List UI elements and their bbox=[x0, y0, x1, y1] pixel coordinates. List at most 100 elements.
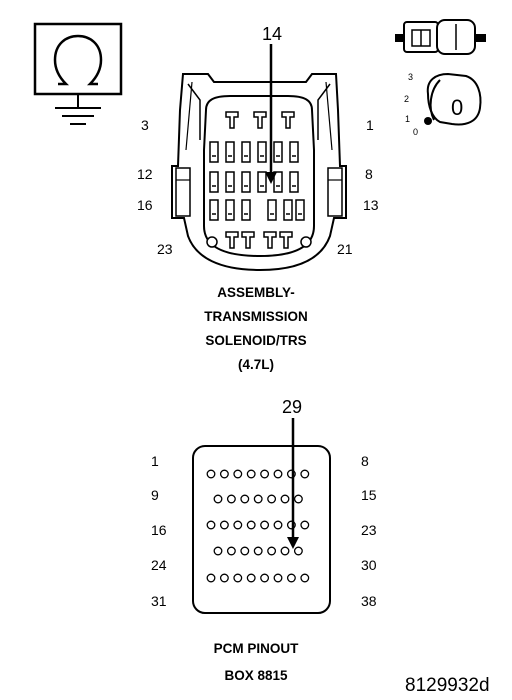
pcm-pin-hole bbox=[246, 520, 256, 530]
connector-terminal bbox=[225, 171, 235, 193]
pcm-pin-hole bbox=[240, 546, 250, 556]
pcm-row-label-left: 9 bbox=[151, 487, 159, 503]
connector-terminal bbox=[241, 171, 251, 193]
connector-terminal bbox=[241, 231, 255, 249]
pcm-pin-hole bbox=[293, 494, 303, 504]
connector-terminal bbox=[283, 199, 293, 221]
pcm-pin-hole bbox=[219, 573, 229, 583]
key-position-0: 0 bbox=[413, 127, 419, 137]
pcm-caption-line: BOX 8815 bbox=[224, 668, 288, 683]
pcm-caption-line: PCM PINOUT bbox=[213, 641, 299, 656]
pcm-pin-hole bbox=[219, 469, 229, 479]
key-position-1: 1 bbox=[405, 114, 411, 124]
connector-terminal bbox=[257, 141, 267, 163]
connector-caption-line: TRANSMISSION bbox=[204, 309, 308, 324]
pcm-pin-hole bbox=[206, 469, 216, 479]
pcm-pin-hole bbox=[286, 469, 296, 479]
pcm-pin-hole bbox=[273, 573, 283, 583]
pcm-pin-hole bbox=[226, 546, 236, 556]
pcm-pin-hole bbox=[293, 546, 303, 556]
pcm-pin-hole bbox=[253, 546, 263, 556]
pcm-row-label-right: 30 bbox=[361, 557, 377, 573]
pcm-pin-hole bbox=[233, 520, 243, 530]
pcm-pin-hole bbox=[260, 469, 270, 479]
pcm-pin-hole bbox=[226, 494, 236, 504]
pcm-row-label-right: 38 bbox=[361, 593, 377, 609]
pcm-row-label-left: 16 bbox=[151, 522, 167, 538]
connector-terminal bbox=[253, 111, 267, 129]
pcm-pin-hole bbox=[273, 469, 283, 479]
connector-pin-label: 21 bbox=[337, 241, 353, 257]
pcm-pin-hole bbox=[280, 494, 290, 504]
connector-terminal bbox=[289, 171, 299, 193]
pcm-pin-hole bbox=[233, 573, 243, 583]
connector-caption-line: (4.7L) bbox=[237, 357, 274, 372]
figure-id: 8129932d bbox=[405, 675, 490, 696]
pcm-row-label-left: 31 bbox=[151, 593, 167, 609]
connector-terminal bbox=[289, 141, 299, 163]
connector-terminal bbox=[279, 231, 293, 249]
connector-terminal bbox=[209, 199, 219, 221]
pcm-pin-hole bbox=[260, 573, 270, 583]
pcm-pin-hole bbox=[273, 520, 283, 530]
pcm-pin-hole bbox=[219, 520, 229, 530]
pcm-pin-hole bbox=[206, 520, 216, 530]
connector-caption-line: ASSEMBLY- bbox=[217, 285, 295, 300]
connector-terminal bbox=[225, 111, 239, 129]
connector-terminal bbox=[225, 141, 235, 163]
connector-pin-label: 1 bbox=[366, 117, 374, 133]
pcm-pin-hole bbox=[246, 469, 256, 479]
connector-terminal bbox=[209, 171, 219, 193]
key-position-2: 2 bbox=[404, 94, 410, 104]
pcm-pin-hole bbox=[280, 546, 290, 556]
connector-pin-label: 12 bbox=[137, 166, 153, 182]
pcm-row-label-left: 1 bbox=[151, 453, 159, 469]
connector-pin-label: 3 bbox=[141, 117, 149, 133]
connector-terminal bbox=[273, 171, 283, 193]
pcm-pin-hole bbox=[233, 469, 243, 479]
connector-terminal bbox=[267, 199, 277, 221]
connector-terminal bbox=[281, 111, 295, 129]
pcm-pin-hole bbox=[240, 494, 250, 504]
pcm-pin-hole bbox=[286, 573, 296, 583]
pcm-pin-hole bbox=[286, 520, 296, 530]
connector-terminal bbox=[225, 231, 239, 249]
key-label: 0 bbox=[451, 95, 464, 120]
pcm-pin-hole bbox=[246, 573, 256, 583]
pcm-row-label-left: 24 bbox=[151, 557, 167, 573]
pcm-pin-hole bbox=[300, 573, 310, 583]
connector-pin-label: 13 bbox=[363, 197, 379, 213]
connector-terminal bbox=[241, 199, 251, 221]
connector-terminal bbox=[209, 141, 219, 163]
pcm-pin-hole bbox=[300, 469, 310, 479]
connector-terminal bbox=[263, 231, 277, 249]
pcm-row-label-right: 8 bbox=[361, 453, 369, 469]
connector-terminal bbox=[300, 236, 312, 248]
pcm-pin-hole bbox=[206, 573, 216, 583]
pcm-callout: 29 bbox=[282, 397, 303, 417]
key-position-3: 3 bbox=[408, 72, 414, 82]
connector-callout: 14 bbox=[262, 24, 283, 44]
pcm-pin-hole bbox=[260, 520, 270, 530]
pcm-pin-hole bbox=[213, 494, 223, 504]
pcm-row-label-right: 23 bbox=[361, 522, 377, 538]
connector-terminal bbox=[206, 236, 218, 248]
pcm-pin-hole bbox=[300, 520, 310, 530]
pcm-pin-hole bbox=[267, 546, 277, 556]
connector-caption-line: SOLENOID/TRS bbox=[205, 333, 307, 348]
connector-pin-label: 8 bbox=[365, 166, 373, 182]
connector-pin-label: 16 bbox=[137, 197, 153, 213]
pcm-pin-hole bbox=[213, 546, 223, 556]
connector-terminal bbox=[273, 141, 283, 163]
pcm-pin-hole bbox=[267, 494, 277, 504]
pcm-pin-hole bbox=[253, 494, 263, 504]
connector-terminal bbox=[241, 141, 251, 163]
connector-terminal bbox=[295, 199, 305, 221]
pcm-row-label-right: 15 bbox=[361, 487, 377, 503]
connector-pin-label: 23 bbox=[157, 241, 173, 257]
